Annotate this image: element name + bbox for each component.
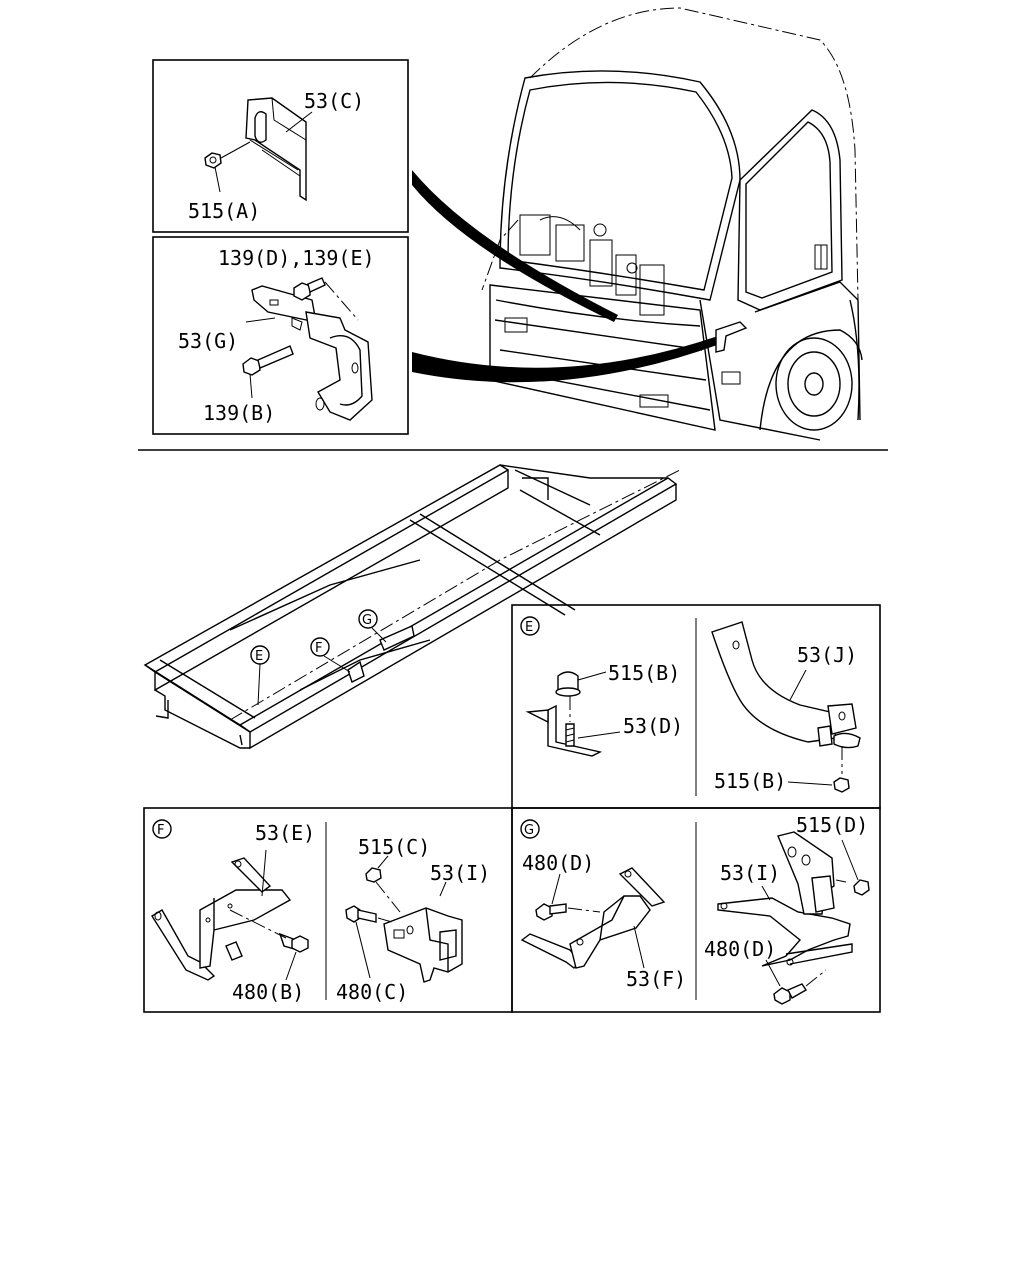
callout-f-frame: F — [310, 637, 351, 673]
callout-g-panel: G — [520, 819, 540, 839]
nut-515a-drawing — [204, 141, 251, 193]
label-515a: 515(A) — [188, 199, 260, 223]
label-53j: 53(J) — [797, 643, 857, 667]
pointer-band-upper — [412, 170, 618, 322]
bracket-53f-drawing — [520, 867, 666, 969]
label-515b-e: 515(B) — [608, 661, 680, 685]
svg-text:F: F — [157, 823, 164, 838]
label-139d-139e: 139(D),139(E) — [218, 246, 375, 270]
leader-515c — [377, 855, 389, 869]
label-515b-e2: 515(B) — [714, 769, 786, 793]
leader-480d-g2 — [765, 959, 781, 987]
callout-f-panel: F — [152, 819, 172, 839]
bolt-480c-drawing — [345, 905, 393, 923]
leader-480c — [355, 921, 371, 979]
leader-53f — [633, 925, 645, 969]
nut-515d-drawing — [835, 879, 870, 896]
label-480b: 480(B) — [232, 980, 304, 1004]
callout-e-panel: E — [520, 616, 540, 636]
bracket-53c-drawing — [245, 97, 307, 202]
leader-515b-e2 — [787, 781, 833, 786]
detail-panel-g — [511, 807, 881, 1013]
label-53e: 53(E) — [255, 821, 315, 845]
label-515c: 515(C) — [358, 835, 430, 859]
leader-53e — [261, 849, 267, 897]
callout-g-frame: G — [358, 609, 387, 643]
bracket-53g-drawing — [251, 285, 373, 421]
label-480d-g2: 480(D) — [704, 937, 776, 961]
truck-cab-drawing — [481, 7, 863, 441]
svg-text:G: G — [524, 823, 534, 838]
svg-text:F: F — [315, 641, 322, 656]
bracket-53i-g-drawing — [717, 831, 853, 967]
leader-53d — [577, 731, 621, 739]
label-53d: 53(D) — [623, 714, 683, 738]
pointer-band-lower — [412, 336, 720, 383]
leader-515d — [841, 839, 859, 881]
bracket-53i-f-drawing — [383, 907, 463, 983]
label-480c: 480(C) — [336, 980, 408, 1004]
chassis-frame-drawing — [143, 464, 681, 750]
leader-480b — [285, 951, 297, 981]
label-53i-g: 53(I) — [720, 861, 780, 885]
leader-53g — [245, 317, 276, 323]
bracket-53e-drawing — [151, 857, 292, 981]
bolt-139b-drawing — [242, 345, 294, 399]
inset-box-53g — [152, 236, 409, 435]
label-53i-f: 53(I) — [430, 861, 490, 885]
label-139b: 139(B) — [203, 401, 275, 425]
detail-panel-f — [143, 807, 513, 1013]
bolt-480d-g2-drawing — [773, 969, 827, 1005]
bolt-480d-g-drawing — [535, 903, 601, 921]
svg-text:E: E — [255, 649, 263, 664]
bracket-53j-drawing — [711, 621, 861, 793]
label-515d: 515(D) — [796, 813, 868, 837]
label-53g: 53(G) — [178, 329, 238, 353]
leader-53i-g — [761, 885, 771, 901]
label-480d-g: 480(D) — [522, 851, 594, 875]
leader-53j — [789, 669, 807, 701]
leader-515b-e — [577, 671, 607, 681]
label-53f: 53(F) — [626, 967, 686, 991]
nut-515c-drawing — [365, 867, 401, 913]
bolt-139d-drawing — [293, 277, 359, 321]
bolt-480b-drawing — [229, 909, 309, 953]
svg-text:G: G — [362, 613, 372, 628]
callout-e-frame: E — [250, 645, 270, 706]
leader-53c — [285, 111, 313, 133]
inset-box-53c — [152, 59, 409, 233]
leader-53i-f — [439, 881, 447, 897]
bracket-53d-drawing — [525, 671, 603, 757]
svg-text:E: E — [525, 620, 533, 635]
leader-480d-g — [551, 873, 561, 905]
label-53c: 53(C) — [304, 89, 364, 113]
